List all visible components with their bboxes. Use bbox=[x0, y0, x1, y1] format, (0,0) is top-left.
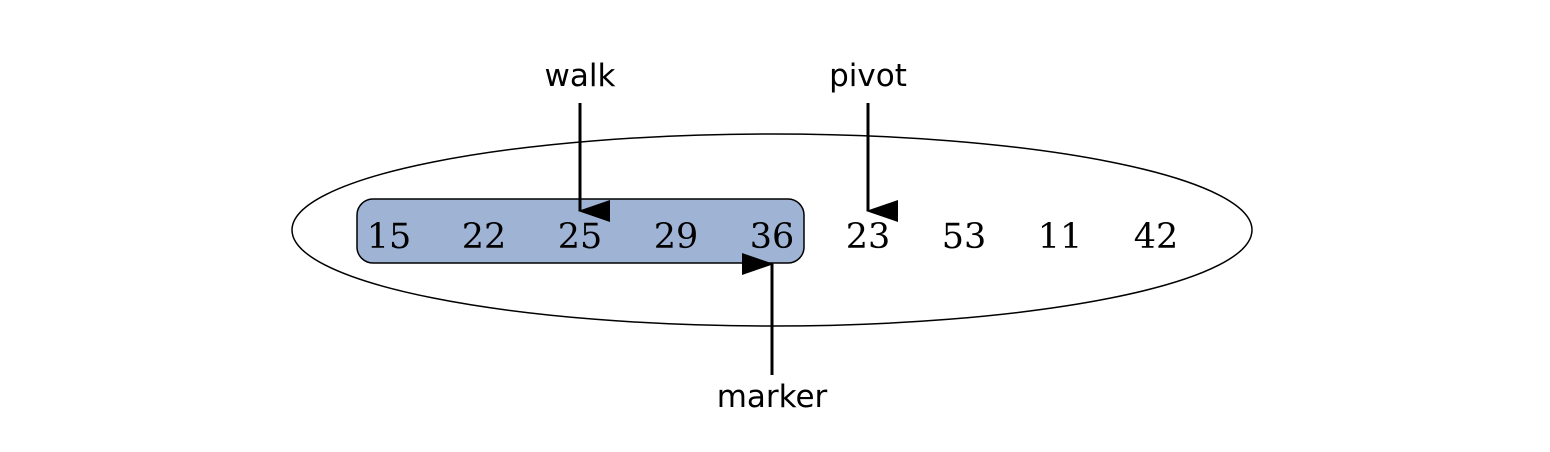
array-values: 15 22 25 29 36 23 53 11 42 bbox=[367, 217, 1179, 257]
array-value: 25 bbox=[558, 217, 603, 257]
marker-label: marker bbox=[717, 379, 828, 415]
array-value: 22 bbox=[462, 217, 507, 257]
pivot-label: pivot bbox=[829, 58, 907, 94]
array-value: 36 bbox=[750, 217, 795, 257]
array-value: 42 bbox=[1134, 217, 1179, 257]
array-value: 29 bbox=[654, 217, 699, 257]
array-value: 23 bbox=[846, 217, 891, 257]
array-value: 11 bbox=[1038, 217, 1083, 257]
array-value: 15 bbox=[367, 217, 412, 257]
array-value: 53 bbox=[942, 217, 987, 257]
walk-label: walk bbox=[545, 58, 616, 94]
